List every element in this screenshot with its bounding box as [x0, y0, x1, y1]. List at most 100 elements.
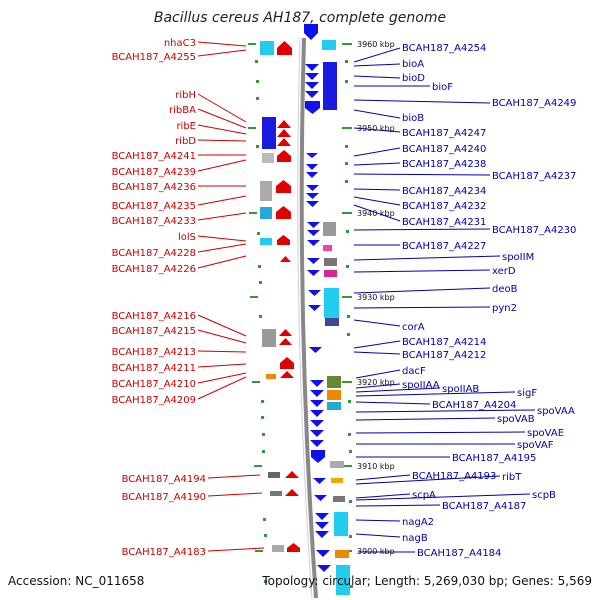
- gene-label[interactable]: BCAH187_A4231: [402, 217, 486, 228]
- gene-label[interactable]: BCAH187_A4187: [442, 501, 526, 512]
- kbp-label: 3910 kbp: [357, 462, 395, 471]
- gene-label[interactable]: BCAH187_A4194: [122, 474, 206, 485]
- gene-label[interactable]: deoB: [492, 284, 518, 295]
- leader-line: [197, 372, 247, 384]
- minor-tick: [257, 232, 260, 235]
- leader-line: [353, 127, 401, 133]
- gene-arrow-reverse: [310, 420, 324, 427]
- gene-label[interactable]: BCAH187_A4247: [402, 128, 486, 139]
- gene-arrow-forward: [277, 138, 291, 146]
- kbp-label: 3950 kbp: [357, 124, 395, 133]
- gene-label[interactable]: ribD: [175, 136, 196, 147]
- gene-label[interactable]: BCAH187_A4249: [492, 98, 576, 109]
- gene-label[interactable]: BCAH187_A4239: [112, 167, 196, 178]
- gene-label[interactable]: nagB: [402, 533, 428, 544]
- gene-label[interactable]: spoIIAB: [442, 384, 479, 395]
- gene-label[interactable]: BCAH187_A4240: [402, 144, 486, 155]
- gene-label[interactable]: BCAH187_A4209: [112, 395, 196, 406]
- gene-label[interactable]: lolS: [178, 232, 196, 243]
- gene-label[interactable]: BCAH187_A4226: [112, 264, 196, 275]
- gene-label[interactable]: nhaC3: [164, 38, 196, 49]
- gene-label[interactable]: ribE: [176, 121, 196, 132]
- gene-label[interactable]: BCAH187_A4213: [112, 347, 196, 358]
- gene-block: [260, 41, 274, 55]
- gene-label[interactable]: spoIIAA: [402, 380, 440, 391]
- gene-label[interactable]: BCAH187_A4241: [112, 151, 196, 162]
- gene-label[interactable]: BCAH187_A4211: [112, 363, 196, 374]
- gene-block: [325, 318, 339, 326]
- gene-label[interactable]: BCAH187_A4228: [112, 248, 196, 259]
- gene-label[interactable]: pyn2: [492, 303, 517, 314]
- gene-label[interactable]: BCAH187_A4233: [112, 216, 196, 227]
- gene-label[interactable]: BCAH187_A4238: [402, 159, 486, 170]
- gene-block: [323, 62, 337, 110]
- gene-label[interactable]: ribBA: [169, 105, 196, 116]
- leader-line: [353, 162, 401, 166]
- gene-label[interactable]: BCAH187_A4215: [112, 326, 196, 337]
- leader-line: [197, 363, 247, 368]
- reverse-strand-genes: [304, 24, 331, 572]
- gene-label[interactable]: BCAH187_A4254: [402, 43, 486, 54]
- gene-label[interactable]: BCAH187_A4232: [402, 201, 486, 212]
- gene-label[interactable]: BCAH187_A4235: [112, 201, 196, 212]
- leader-line: [355, 493, 531, 501]
- gene-label[interactable]: BCAH187_A4212: [402, 350, 486, 361]
- gene-label[interactable]: BCAH187_A4204: [432, 400, 516, 411]
- gene-label[interactable]: BCAH187_A4190: [122, 492, 206, 503]
- leader-line: [197, 124, 247, 135]
- gene-label[interactable]: scpA: [412, 490, 436, 501]
- gene-label[interactable]: spoIIM: [502, 252, 534, 263]
- grid-segment: [250, 296, 258, 298]
- gene-label[interactable]: corA: [402, 322, 425, 333]
- gene-label[interactable]: spoVAB: [497, 414, 535, 425]
- gene-label[interactable]: bioB: [402, 113, 424, 124]
- gene-label[interactable]: scpB: [532, 490, 556, 501]
- gene-label[interactable]: bioA: [402, 59, 424, 70]
- gene-label[interactable]: spoVAF: [517, 440, 554, 451]
- forward-strand-genes: [276, 41, 300, 552]
- gene-block: [260, 181, 272, 201]
- gene-arrow-forward: [287, 543, 300, 552]
- gene-label[interactable]: BCAH187_A4184: [417, 548, 501, 559]
- gene-label[interactable]: spoVAA: [537, 406, 575, 417]
- gene-label[interactable]: BCAH187_A4230: [492, 225, 576, 236]
- gene-label[interactable]: bioD: [402, 73, 425, 84]
- gene-arrow-reverse: [315, 513, 329, 520]
- leader-line: [197, 235, 247, 242]
- minor-tick: [345, 162, 348, 165]
- gene-label[interactable]: bioF: [432, 82, 453, 93]
- gene-label[interactable]: BCAH187_A4236: [112, 182, 196, 193]
- gene-label[interactable]: BCAH187_A4214: [402, 337, 486, 348]
- leader-line: [353, 340, 401, 349]
- gene-label[interactable]: BCAH187_A4227: [402, 241, 486, 252]
- leader-line: [353, 109, 401, 119]
- gene-label[interactable]: nagA2: [402, 517, 434, 528]
- gene-label[interactable]: dacF: [402, 366, 426, 377]
- gene-label[interactable]: BCAH187_A4193: [412, 471, 496, 482]
- leader-line: [353, 287, 491, 294]
- gene-label[interactable]: BCAH187_A4195: [452, 453, 536, 464]
- genome-backbone-highlight: [297, 37, 313, 599]
- gene-label[interactable]: xerD: [492, 266, 516, 277]
- gene-label[interactable]: BCAH187_A4255: [112, 52, 196, 63]
- gene-block: [322, 40, 336, 50]
- leader-line: [197, 93, 247, 123]
- gene-label[interactable]: BCAH187_A4183: [122, 547, 206, 558]
- gene-arrow-reverse: [307, 270, 320, 276]
- gene-arrow-forward: [280, 357, 294, 369]
- gene-label[interactable]: BCAH187_A4210: [112, 379, 196, 390]
- gene-label[interactable]: BCAH187_A4237: [492, 171, 576, 182]
- gene-arrow-reverse: [304, 24, 318, 40]
- gene-label[interactable]: BCAH187_A4216: [112, 311, 196, 322]
- gene-label[interactable]: BCAH187_A4234: [402, 186, 486, 197]
- grid-segment: [255, 550, 263, 552]
- gene-label[interactable]: ribT: [502, 472, 522, 483]
- gene-label[interactable]: sigF: [517, 388, 537, 399]
- gene-label[interactable]: ribH: [175, 90, 196, 101]
- gene-arrow-reverse: [305, 73, 319, 80]
- gene-label[interactable]: spoVAE: [527, 428, 564, 439]
- leader-line: [355, 387, 441, 393]
- grid-segment: [248, 43, 256, 45]
- gene-arrow-forward: [277, 41, 292, 55]
